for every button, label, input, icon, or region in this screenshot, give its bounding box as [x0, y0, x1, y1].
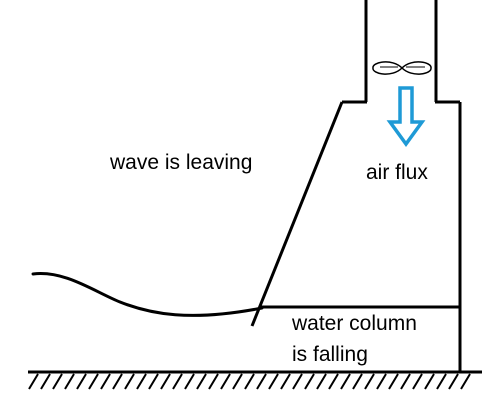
ground-hatch-stroke — [76, 373, 87, 390]
chamber-front-wall — [250, 101, 344, 327]
ground-hatch-stroke — [268, 373, 279, 390]
water-column-label-line1: water column — [292, 312, 417, 335]
ground-hatch-stroke — [64, 373, 75, 390]
turbine-icon — [372, 61, 432, 75]
ground-hatch-stroke — [388, 373, 399, 390]
ground-hatch-stroke — [460, 373, 471, 390]
ground-hatch-stroke — [292, 373, 303, 390]
ground-hatch-stroke — [412, 373, 423, 390]
ground-hatch-stroke — [436, 373, 447, 390]
water-column-label-line2: is falling — [292, 343, 368, 366]
ground-hatch-stroke — [376, 373, 387, 390]
air-flux-label: air flux — [366, 161, 428, 184]
ground-hatch-stroke — [184, 373, 195, 390]
ground-hatch-stroke — [424, 373, 435, 390]
ground-hatch-stroke — [352, 373, 363, 390]
ground-hatch-stroke — [280, 373, 291, 390]
ground-hatch-stroke — [400, 373, 411, 390]
ground-hatch-stroke — [316, 373, 327, 390]
ground-hatch-stroke — [160, 373, 171, 390]
ground-hatch-stroke — [28, 373, 39, 390]
ground-hatch-stroke — [112, 373, 123, 390]
ground-hatch-stroke — [304, 373, 315, 390]
down-arrow-icon — [386, 86, 426, 147]
ground-hatch-stroke — [40, 373, 51, 390]
ground-hatch-stroke — [172, 373, 183, 390]
ground-hatch-stroke — [52, 373, 63, 390]
wave-label: wave is leaving — [110, 151, 253, 174]
ground-hatch-stroke — [148, 373, 159, 390]
wave-curve — [31, 272, 264, 317]
ground-hatching — [28, 373, 471, 390]
ground-hatch-stroke — [124, 373, 135, 390]
ground-hatch-stroke — [364, 373, 375, 390]
ground-hatch-stroke — [100, 373, 111, 390]
ground-hatch-stroke — [88, 373, 99, 390]
ground-hatch-stroke — [196, 373, 207, 390]
ground-hatch-stroke — [256, 373, 267, 390]
ground-hatch-stroke — [328, 373, 339, 390]
ground-hatch-stroke — [232, 373, 243, 390]
ground-hatch-stroke — [208, 373, 219, 390]
ground-hatch-stroke — [448, 373, 459, 390]
ground-hatch-stroke — [136, 373, 147, 390]
ground-hatch-stroke — [244, 373, 255, 390]
ground-hatch-stroke — [340, 373, 351, 390]
ground-hatch-stroke — [220, 373, 231, 390]
